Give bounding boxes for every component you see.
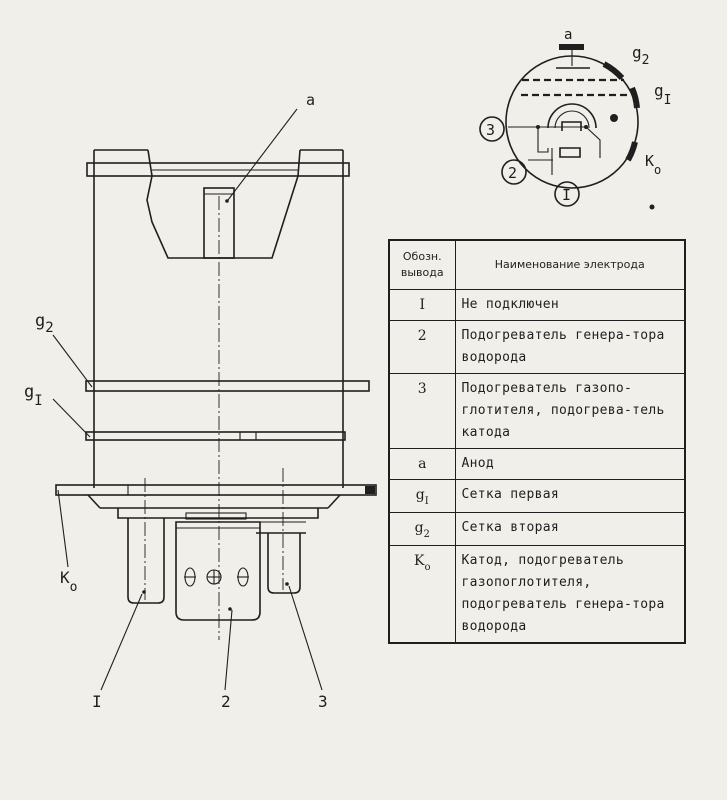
cathode-flange [55,484,377,496]
pin-3 [267,533,301,594]
leader-g1 [52,398,91,438]
header-code: Обозн. вывода [388,239,456,290]
label-ko: Ko [60,568,77,595]
electrode-name: Катод, подогреватель газопоглотителя, по… [454,545,686,644]
pin-code: gI [388,479,456,513]
leader-anode [227,108,298,201]
pin-code: 3 [388,373,456,449]
electrode-name: Не подключен [454,289,686,321]
electrode-name: Подогреватель генера-тора водорода [454,320,686,374]
leader-pin3 [288,585,323,691]
pin-2-bracket [175,521,261,621]
label-pin1: I [92,692,102,711]
label-g1: gI [24,382,43,409]
pin-code: g2 [388,512,456,546]
leader-g2 [52,334,93,388]
electrode-name: Анод [454,448,686,480]
label-pin3: 3 [318,692,328,711]
label-g2: g2 [35,311,54,336]
label-pin2: 2 [221,692,231,711]
electrode-name: Сетка первая [454,479,686,513]
pin-1 [127,518,165,604]
cutaway-outline [146,149,301,259]
label-anode: a [306,91,315,109]
bracket-holes [184,567,249,587]
pin-code: a [388,448,456,480]
electrode-name: Подогреватель газопо-глотителя, подогрев… [454,373,686,449]
leader-pin1 [100,593,143,691]
leader-ko [57,489,69,568]
leader-pin2 [224,609,233,691]
pin-code: 2 [388,320,456,374]
g2-ring [85,380,370,392]
pin-code: Ko [388,545,456,644]
g1-ring [85,431,346,441]
header-name: Наименование электрода [454,239,686,290]
electrode-name: Сетка вторая [454,512,686,546]
top-flange [86,162,350,177]
pin-code: I [388,289,456,321]
